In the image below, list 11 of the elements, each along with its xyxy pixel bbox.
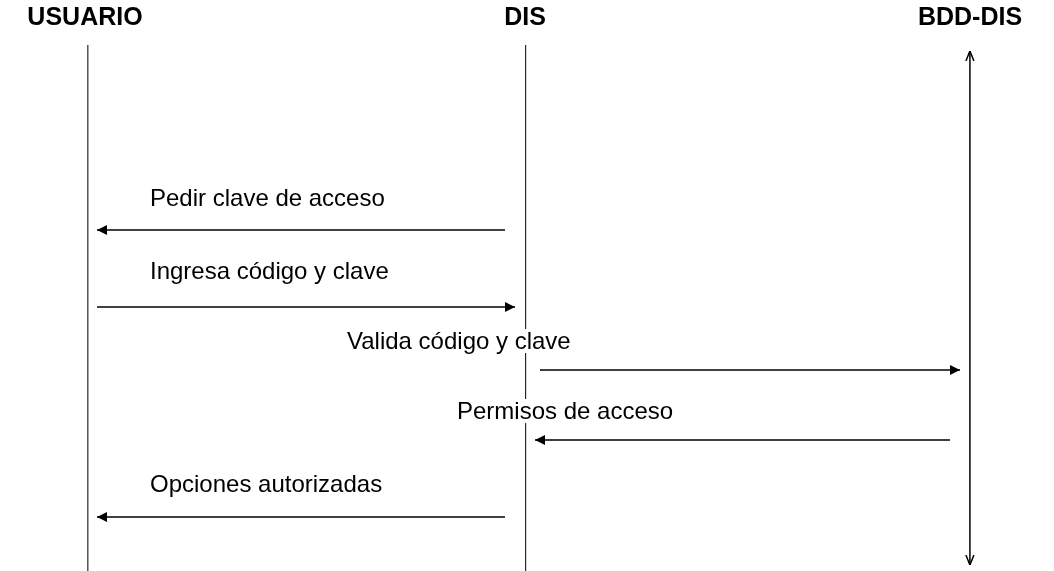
arrow [96, 302, 516, 312]
arrow [96, 225, 506, 235]
arrow [534, 435, 951, 445]
lifeline-header: DIS [504, 4, 546, 29]
edge-label: Valida código y clave [345, 329, 573, 353]
edge-label: Permisos de acceso [455, 399, 676, 423]
arrow [539, 365, 961, 375]
lifeline-header: BDD-DIS [917, 4, 1023, 29]
arrow [96, 512, 506, 522]
edge-label: Opciones autorizadas [148, 472, 385, 496]
lifeline-header: USUARIO [27, 4, 143, 29]
